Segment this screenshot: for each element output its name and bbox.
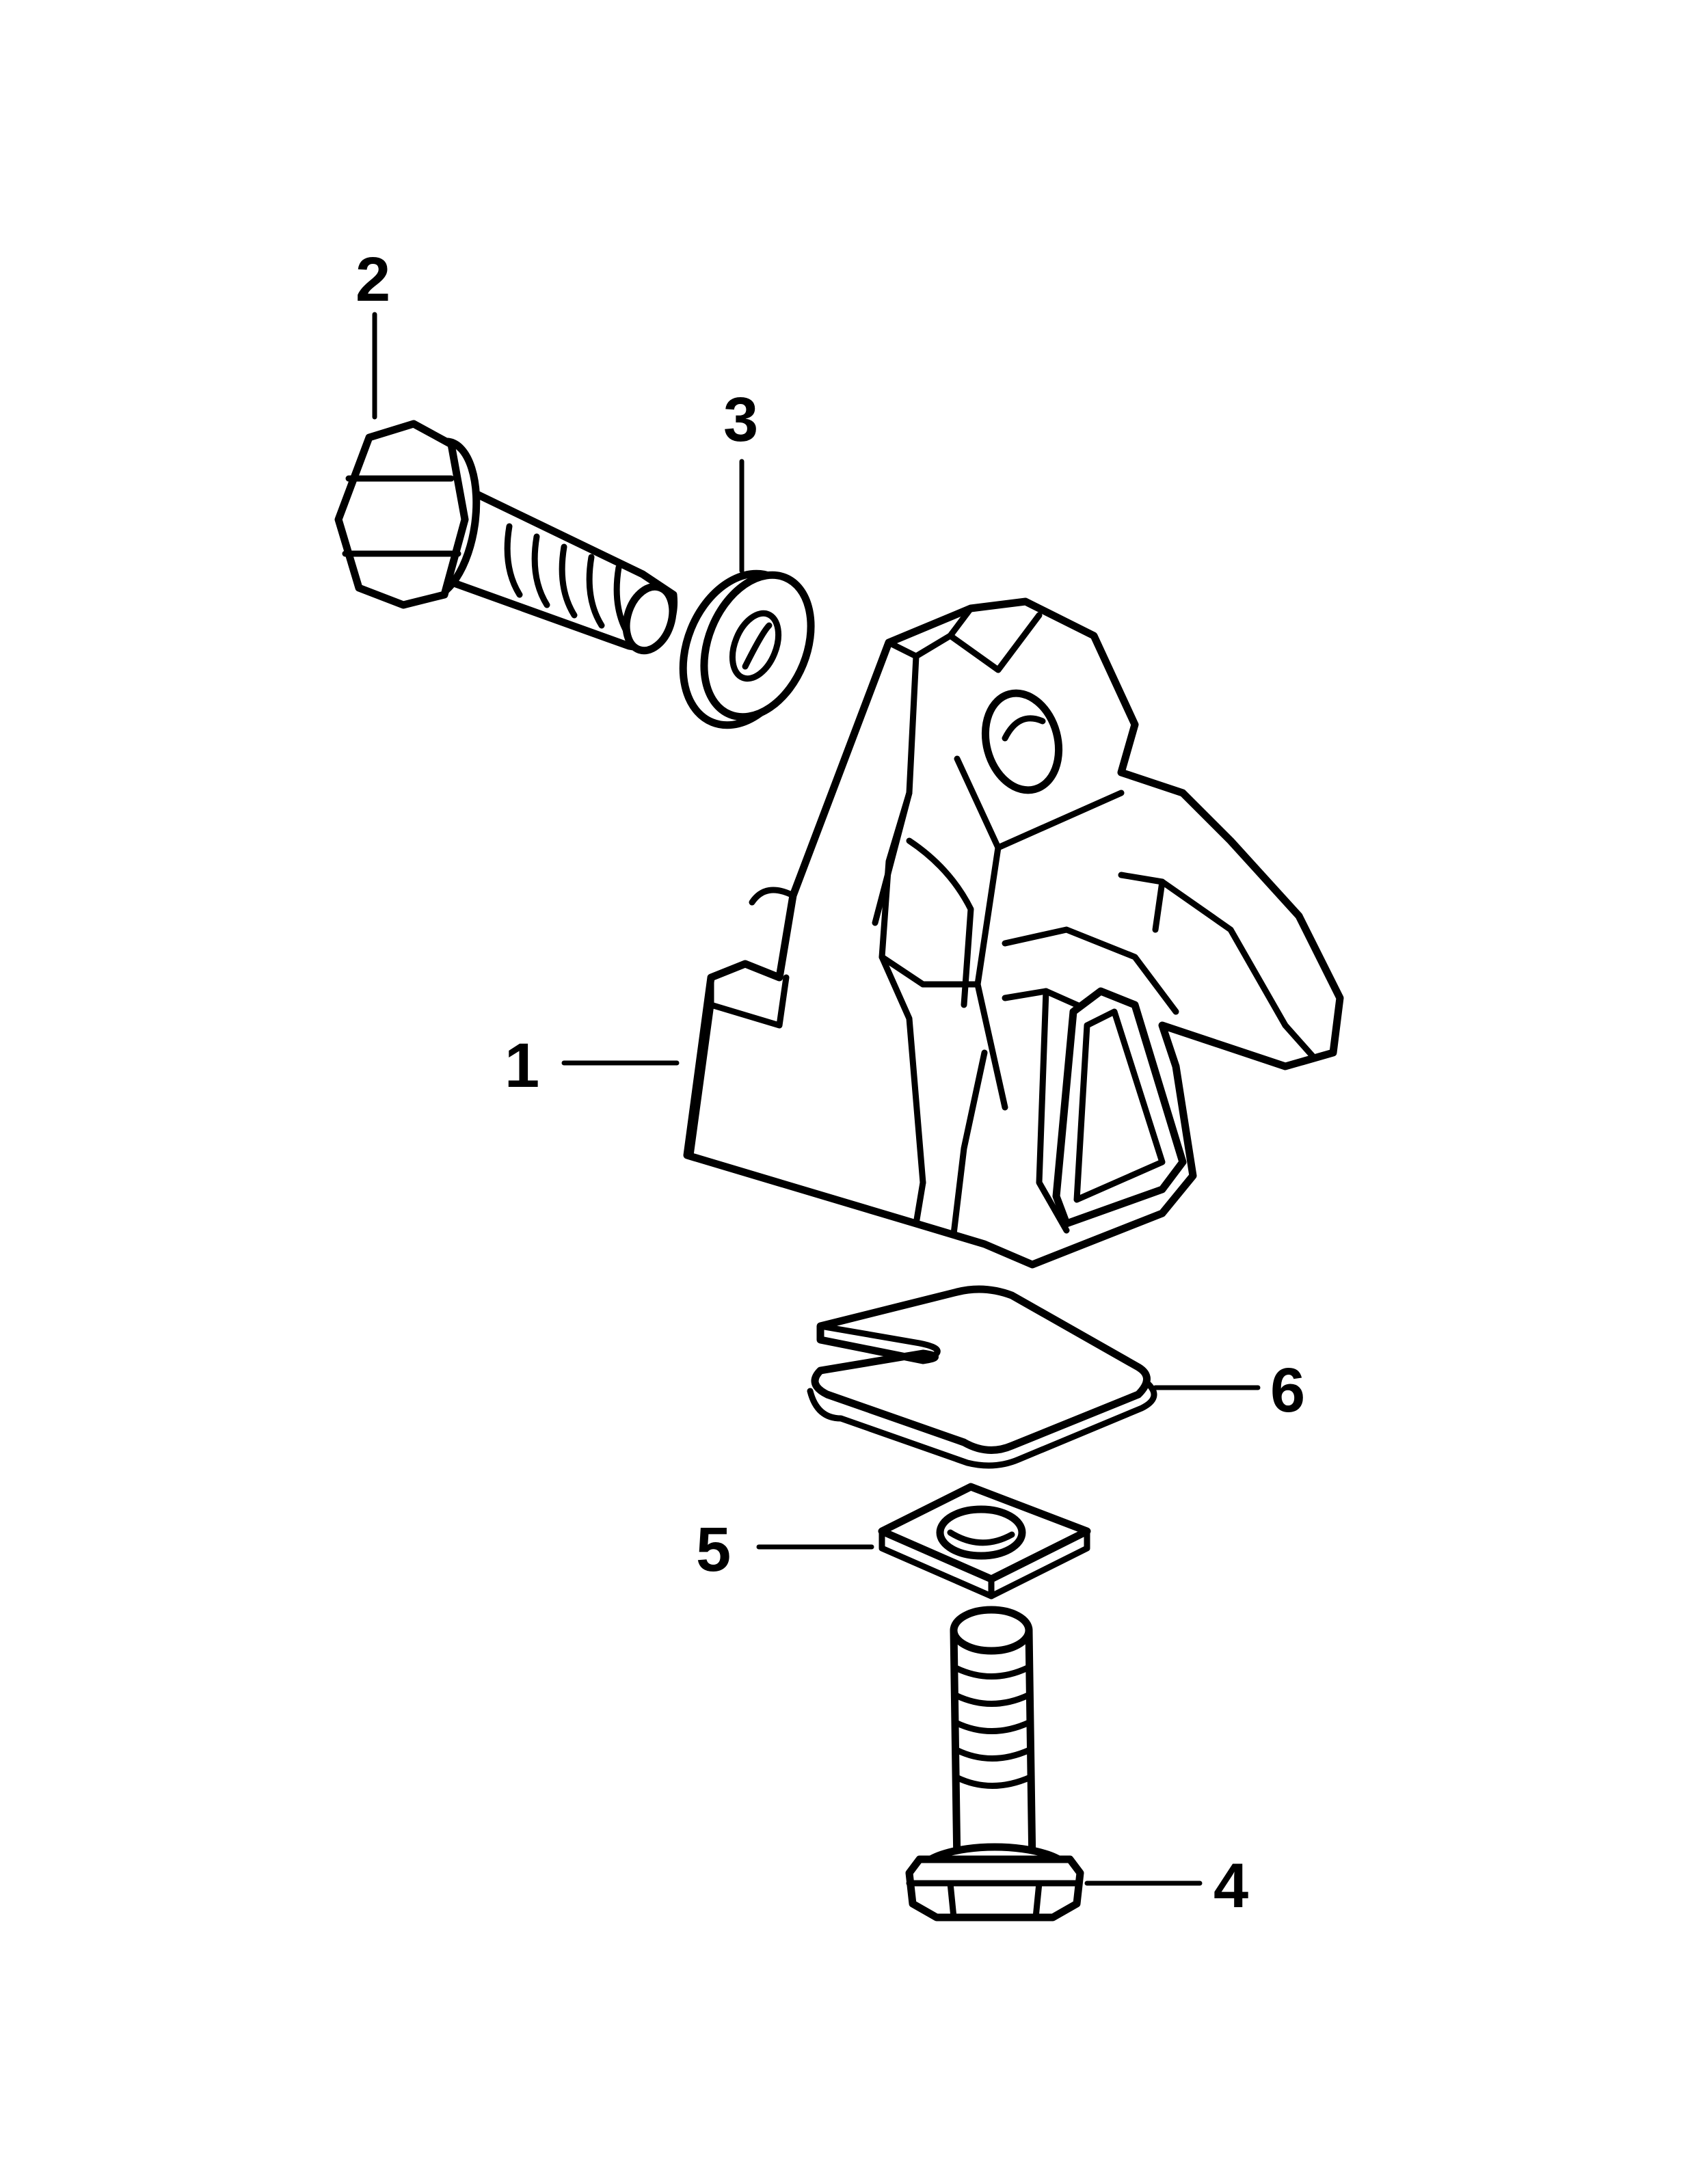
slotted-shim (807, 1285, 1157, 1469)
callout-1: 1 (505, 1031, 539, 1101)
vertical-bolt (905, 1606, 1084, 1922)
callout-4: 4 (1213, 1851, 1248, 1921)
washer (679, 569, 815, 729)
callout-3: 3 (723, 385, 758, 455)
leader-lines (372, 312, 1261, 1886)
square-washer (878, 1483, 1091, 1600)
callout-5: 5 (696, 1515, 731, 1585)
horizontal-bolt (334, 420, 678, 655)
callout-labels: 1 2 3 4 5 6 (356, 245, 1305, 1921)
callout-2: 2 (356, 245, 390, 314)
engine-mount (683, 597, 1344, 1269)
callout-6: 6 (1270, 1356, 1305, 1425)
